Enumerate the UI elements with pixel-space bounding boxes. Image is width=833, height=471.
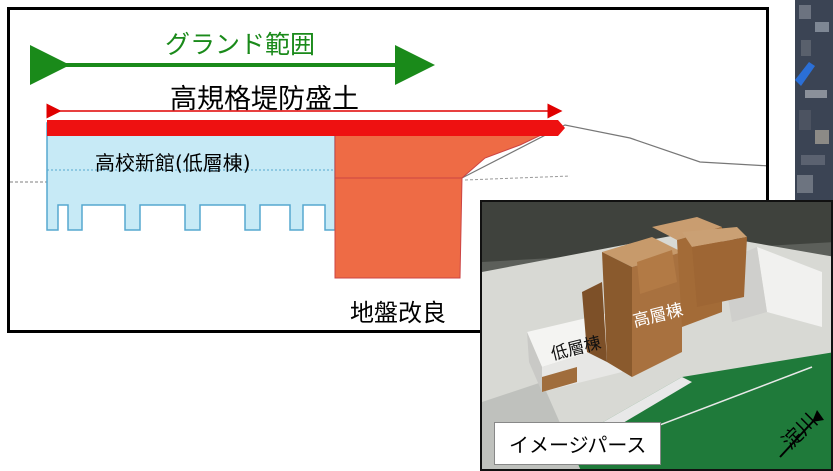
model-photo-panel: 高層棟 低層棟 イメージパース 淀川: [480, 200, 833, 471]
embankment-slope: [457, 124, 766, 181]
ground-range-label: グランド範囲: [165, 30, 316, 59]
cross-section-svg: [10, 45, 766, 279]
embankment-label: 高規格堤防盛土: [170, 84, 359, 115]
cross-section-diagram: グランド範囲 高規格堤防盛土 高校新館(低層棟) 地盤改良: [7, 7, 769, 333]
building-label: 高校新館(低層棟): [95, 151, 251, 175]
river-arrow-icon: [779, 410, 824, 458]
ground-line-right: [464, 175, 571, 181]
aerial-photo-strip: [795, 0, 833, 200]
aerial-photo-svg: [795, 0, 833, 200]
embankment-top-bar: [47, 120, 565, 136]
building-section: [46, 122, 336, 231]
soil-improvement-label: 地盤改良: [350, 299, 446, 327]
caption-box: イメージパース: [494, 422, 662, 465]
